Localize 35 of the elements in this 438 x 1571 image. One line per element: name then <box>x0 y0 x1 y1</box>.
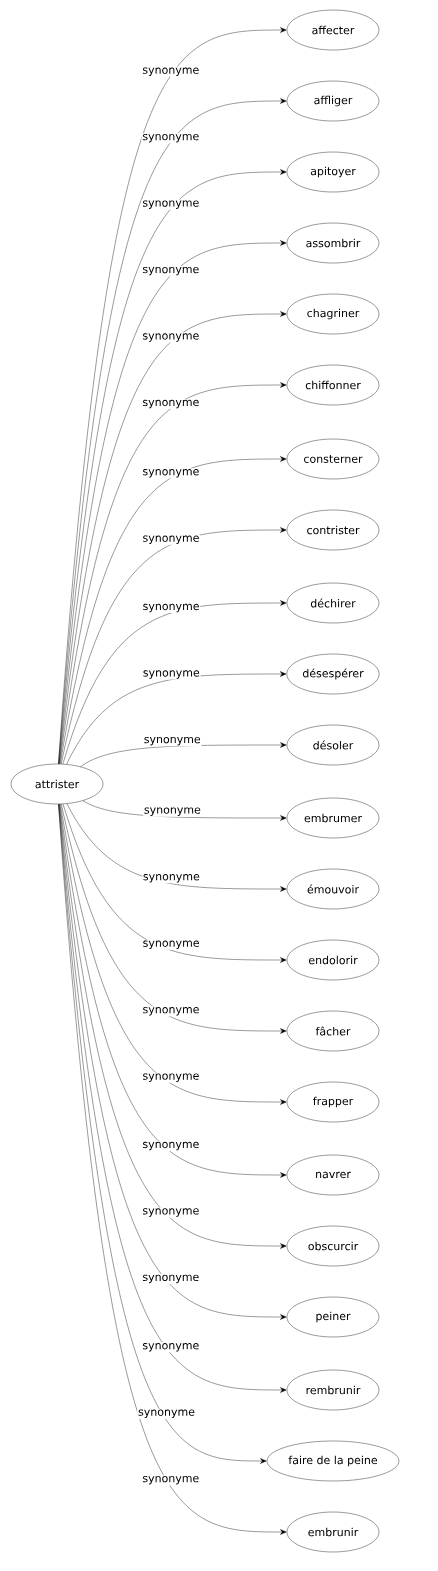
arrow <box>59 382 287 765</box>
edge-label: synonyme <box>142 873 201 884</box>
edge-label: synonyme <box>141 939 201 950</box>
edge-label: synonyme <box>142 736 202 747</box>
edge-label: synonyme <box>141 1342 201 1353</box>
edge-label: synonyme <box>143 806 202 817</box>
arrow <box>80 742 287 767</box>
arrow <box>61 527 287 765</box>
edge-label: synonyme <box>141 468 201 479</box>
arrow <box>66 671 287 765</box>
arrow <box>62 600 287 765</box>
arrow <box>66 803 287 892</box>
arrow <box>58 804 287 1535</box>
edge-label: synonyme <box>141 399 201 410</box>
arrow <box>59 803 287 1178</box>
edge-label: synonyme <box>141 66 201 77</box>
edge-label: synonyme <box>141 1207 201 1218</box>
edge-label: synonyme <box>141 133 201 144</box>
edge-label: synonyme <box>141 1141 201 1152</box>
edge-label: synonyme <box>142 669 201 680</box>
edge-label: synonyme <box>137 1408 196 1419</box>
edge-label: synonyme <box>141 199 201 210</box>
arrow <box>60 456 287 765</box>
arrow <box>82 800 287 821</box>
arrow <box>60 803 287 1105</box>
edge-label: synonyme <box>141 1006 201 1017</box>
edge-label: synonyme <box>141 534 201 545</box>
edge-label: synonyme <box>141 603 201 614</box>
edge-label: synonyme <box>141 1273 201 1284</box>
edge-label: synonyme <box>141 1072 201 1083</box>
arrow <box>61 803 287 1034</box>
edge-label: synonyme <box>141 266 201 277</box>
edge-label: synonyme <box>141 332 201 343</box>
edge-label: synonyme <box>141 1475 201 1486</box>
arrow <box>62 803 287 963</box>
